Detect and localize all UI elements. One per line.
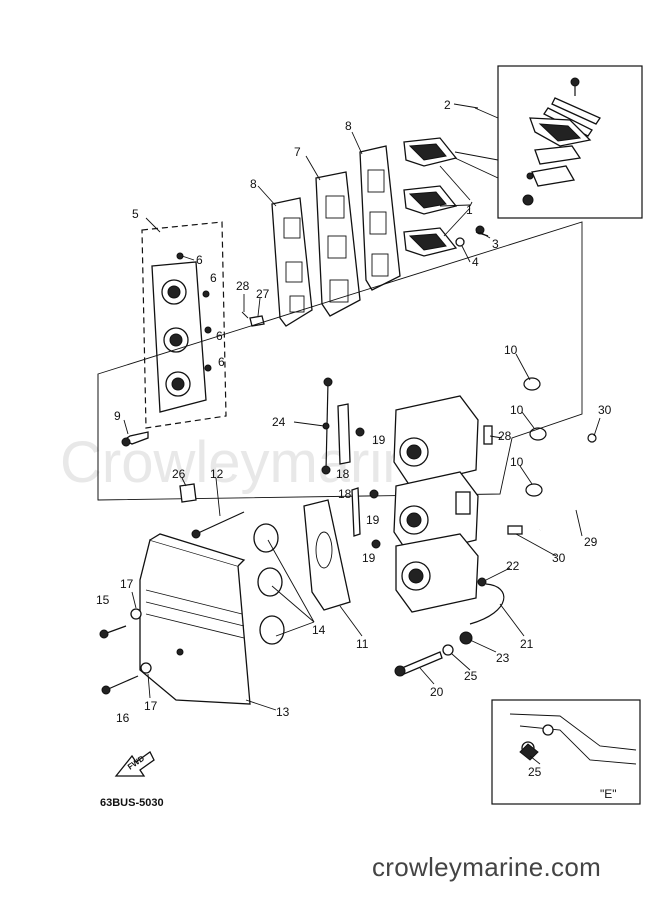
site-name: crowleymarine.com (372, 852, 602, 882)
callout-6: 6 (210, 271, 217, 285)
pin-27 (249, 315, 265, 327)
bolt-15 (99, 625, 127, 639)
callout-30: 30 (552, 551, 566, 565)
callout-numbers: 2 8 7 8 1 5 3 6 4 6 28 27 6 6 10 9 10 30… (96, 98, 612, 779)
bolt-9 (121, 431, 149, 447)
detail-e-inset: "E" (491, 699, 641, 805)
screw-3 (475, 225, 485, 235)
callout-4: 4 (472, 255, 479, 269)
callout-9: 9 (114, 409, 121, 423)
gasket-right-8 (359, 145, 401, 291)
callout-19: 19 (366, 513, 380, 527)
silencer-13 (139, 533, 251, 705)
reed-valve-detail-inset (454, 65, 643, 219)
callout-7: 7 (294, 145, 301, 159)
callout-12: 12 (210, 467, 224, 481)
callout-25: 25 (528, 765, 542, 779)
callout-17: 17 (120, 577, 134, 591)
callout-10: 10 (510, 455, 524, 469)
leader-lines (123, 103, 601, 765)
gasket-11 (303, 499, 351, 611)
gasket-middle-7 (315, 171, 361, 317)
callout-2: 2 (444, 98, 451, 112)
callout-25: 25 (464, 669, 478, 683)
callout-16: 16 (116, 711, 130, 725)
bracket-26 (179, 483, 197, 503)
callout-14: 14 (312, 623, 326, 637)
bolt-20 (394, 651, 443, 677)
callout-18: 18 (336, 467, 350, 481)
callout-6: 6 (218, 355, 225, 369)
callout-26: 26 (172, 467, 186, 481)
inset-label: "E" (600, 787, 617, 801)
watermark: Crowleymarine (60, 430, 447, 495)
fuel-hose-29 (507, 433, 619, 535)
callout-28: 28 (498, 429, 512, 443)
callout-27: 27 (256, 287, 270, 301)
carburetor-bank (393, 395, 479, 613)
callout-19: 19 (372, 433, 386, 447)
callout-28: 28 (236, 279, 250, 293)
callout-30: 30 (598, 403, 612, 417)
callout-6: 6 (196, 253, 203, 267)
washer-4 (455, 237, 465, 247)
fwd-arrow: FWD (114, 751, 155, 777)
callout-29: 29 (584, 535, 598, 549)
callout-17: 17 (144, 699, 158, 713)
gasket-left-8 (271, 197, 313, 327)
callout-10: 10 (504, 343, 518, 357)
callout-6: 6 (216, 329, 223, 343)
callout-3: 3 (492, 237, 499, 251)
callout-8: 8 (345, 119, 352, 133)
callout-21: 21 (520, 637, 534, 651)
callout-11: 11 (356, 637, 369, 651)
callout-24: 24 (272, 415, 286, 429)
manifold-group-box (141, 221, 227, 429)
callout-22: 22 (506, 559, 520, 573)
bolt-16 (101, 675, 139, 695)
callout-13: 13 (276, 705, 290, 719)
callout-19: 19 (362, 551, 376, 565)
reed-valve-assemblies (403, 137, 471, 257)
callout-23: 23 (496, 651, 510, 665)
bolt-12 (191, 511, 245, 539)
callout-1: 1 (466, 203, 473, 217)
callout-20: 20 (430, 685, 444, 699)
callout-15: 15 (96, 593, 110, 607)
callout-8: 8 (250, 177, 257, 191)
callout-5: 5 (132, 207, 139, 221)
callout-10: 10 (510, 403, 524, 417)
drawing-code: 63BUS-5030 (100, 797, 164, 809)
intake-manifold-5 (151, 261, 207, 413)
callout-18: 18 (338, 487, 352, 501)
